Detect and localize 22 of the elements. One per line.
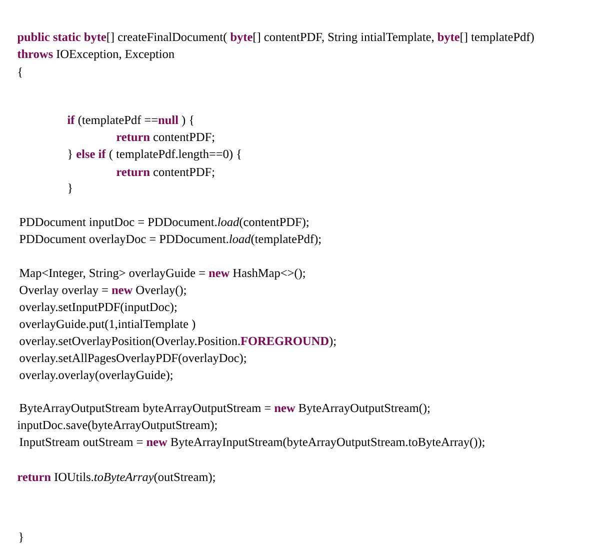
code-line: return IOUtils.toByteArray(outStream); [18, 472, 215, 484]
code-line: PDDocument overlayDoc = PDDocument.load(templatePdf); [20, 234, 321, 246]
code-line: return contentPDF; [116, 168, 214, 178]
code-line: overlay.setInputPDF(inputDoc); [20, 302, 176, 314]
code-line: InputStream outStream = new ByteArrayInputStream(byteArrayOutputStream.toByteArray()); [20, 438, 484, 449]
code-line: public static byte[] createFinalDocument( byte[] contentPDF, String intialTemplate, byte[] templatePdf) [17, 32, 534, 44]
code-line: overlay.overlay(overlayGuide); [20, 370, 172, 382]
code-line: } [19, 532, 23, 543]
code-line: ByteArrayOutputStream byteArrayOutputStream = new ByteArrayOutputStream(); [20, 404, 430, 415]
code-line: return contentPDF; [116, 132, 214, 143]
code-line: overlayGuide.put(1,intialTemplate ) [20, 320, 196, 331]
code-line: overlay.setAllPagesOverlayPDF(overlayDoc); [20, 354, 246, 365]
code-line: Overlay overlay = new Overlay(); [20, 286, 186, 297]
code-line: PDDocument inputDoc = PDDocument.load(contentPDF); [20, 218, 308, 229]
code-line: overlay.setOverlayPosition(Overlay.Position.FOREGROUND); [20, 336, 336, 348]
code-line: throws IOException, Exception [17, 50, 174, 61]
code-line: } [68, 184, 72, 194]
code-line: inputDoc.save(byteArrayOutputStream); [17, 420, 217, 432]
code-line: { [18, 68, 22, 78]
code-line: } else if ( templatePdf.length==0) { [68, 149, 241, 161]
code-line: Map<Integer, String> overlayGuide = new HashMap<>(); [20, 268, 305, 280]
code-line: if (templatePdf ==null ) { [67, 115, 194, 127]
